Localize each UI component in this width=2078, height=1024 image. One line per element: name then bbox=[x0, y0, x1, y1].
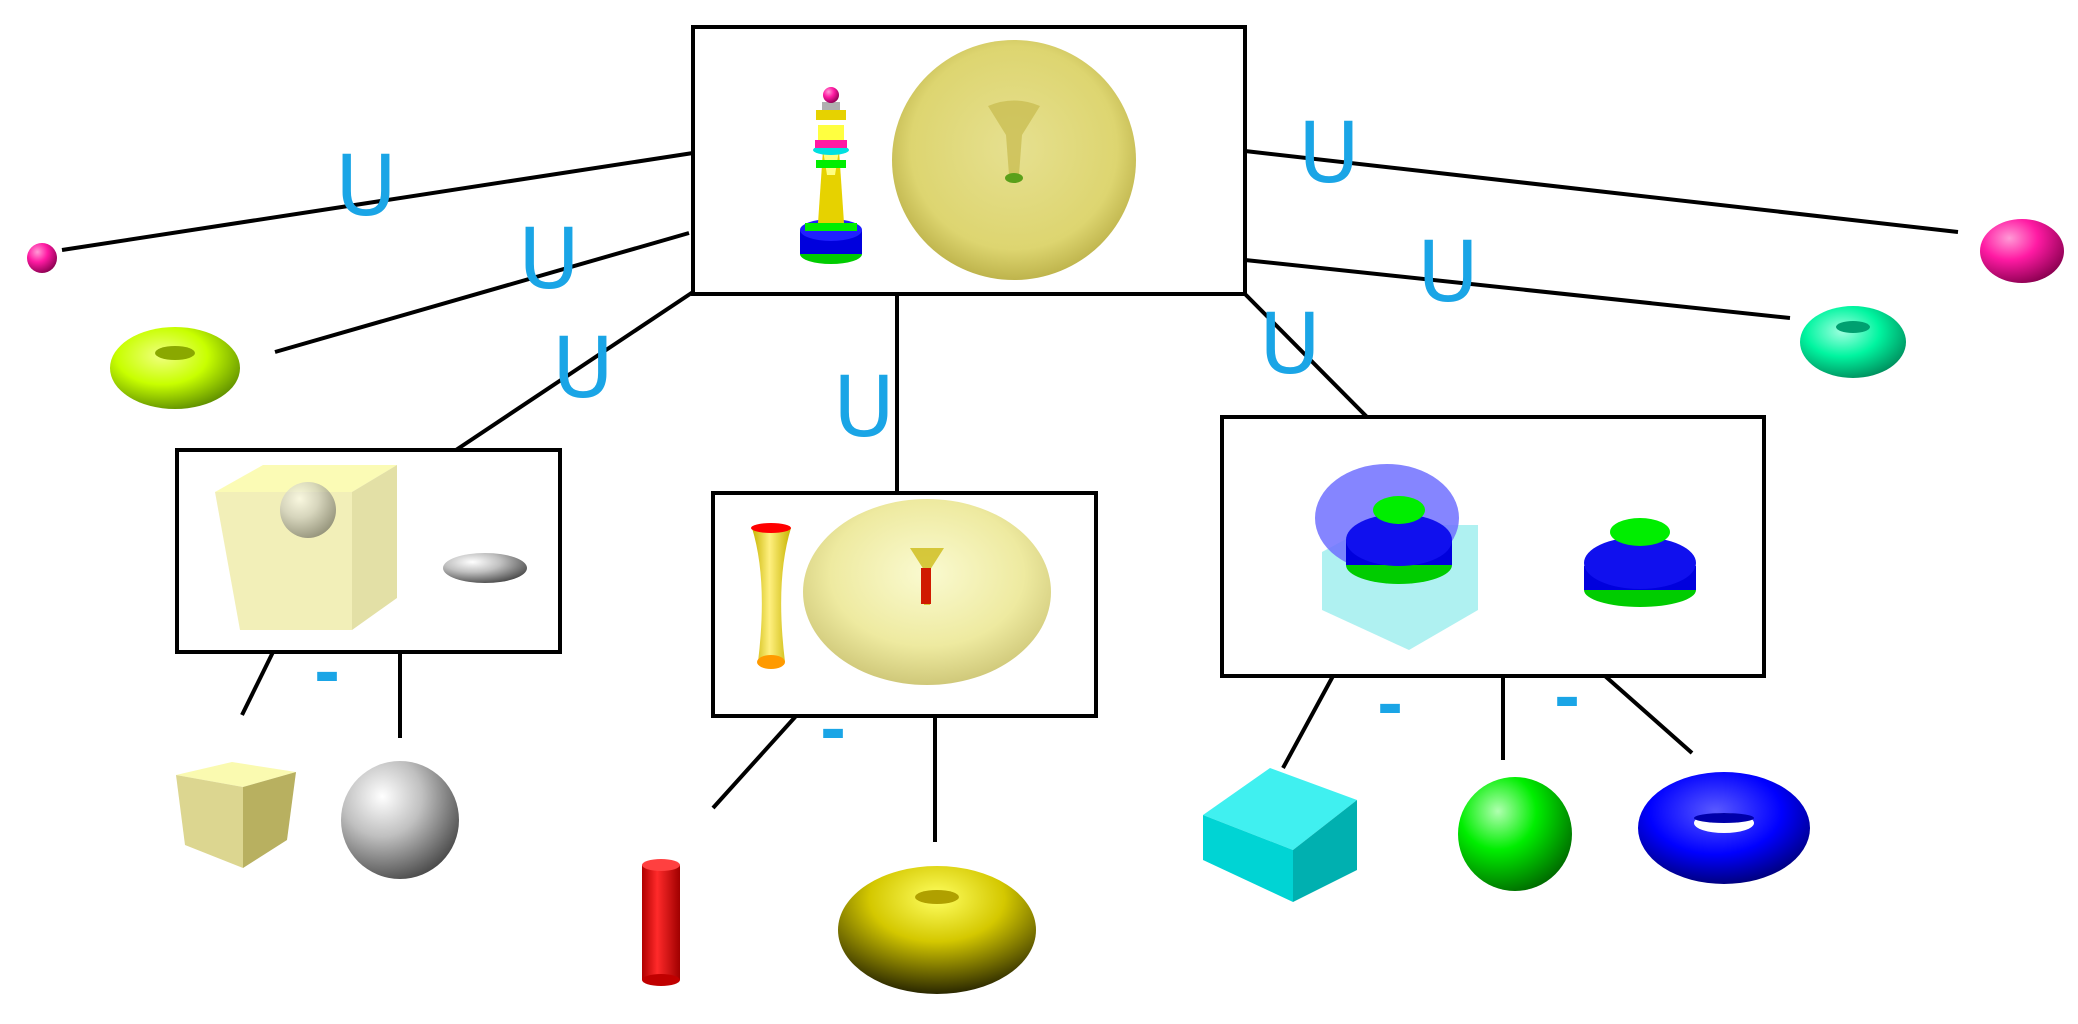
chess-king-shape bbox=[800, 87, 862, 264]
cyan-cube bbox=[1203, 768, 1357, 902]
hollowed-torus-shape bbox=[892, 40, 1136, 280]
edge-left-to-yellow-cube bbox=[240, 651, 275, 716]
operator-labels: U U U U U U U - - - - bbox=[314, 104, 1581, 768]
green-sphere bbox=[1458, 777, 1572, 891]
torus-with-hole-shape bbox=[803, 499, 1051, 685]
flat-gray-disc bbox=[443, 553, 527, 583]
edge-root-to-left-branch bbox=[454, 290, 695, 452]
union-operator-label: U bbox=[335, 137, 396, 235]
torus-minus-sphere-shape bbox=[1584, 518, 1696, 607]
gray-sphere bbox=[341, 761, 459, 879]
translucent-cube-torus-sphere bbox=[1315, 464, 1478, 650]
union-operator-label: U bbox=[1417, 223, 1478, 321]
lime-torus bbox=[110, 327, 240, 409]
hyperboloid-shape bbox=[751, 523, 791, 669]
union-operator-label: U bbox=[1298, 104, 1359, 202]
left-branch-node bbox=[175, 448, 562, 654]
difference-operator-label: - bbox=[1377, 669, 1404, 743]
yellow-cube bbox=[176, 762, 296, 868]
aqua-torus bbox=[1800, 306, 1906, 378]
yellow-torus bbox=[838, 866, 1036, 994]
translucent-cube-with-sphere bbox=[215, 465, 397, 630]
middle-branch-node bbox=[711, 491, 1098, 718]
small-magenta-sphere bbox=[27, 243, 57, 273]
edge-root-to-right-branch bbox=[1243, 292, 1369, 419]
edge-right-to-cyan-cube bbox=[1281, 675, 1335, 769]
edge-root-to-magenta-sphere bbox=[61, 151, 694, 252]
edge-root-to-lime-torus bbox=[274, 231, 690, 354]
magenta-ellipsoid bbox=[1980, 219, 2064, 283]
edge-middle-to-red-cylinder bbox=[711, 714, 798, 810]
edge-right-to-blue-torus bbox=[1603, 674, 1694, 755]
edge-root-to-magenta-ellipsoid bbox=[1244, 149, 1959, 234]
root-node bbox=[691, 25, 1247, 296]
red-cylinder bbox=[642, 859, 680, 986]
union-operator-label: U bbox=[552, 319, 613, 417]
right-branch-node bbox=[1220, 415, 1766, 678]
union-operator-label: U bbox=[1259, 295, 1320, 393]
tree-edges bbox=[61, 149, 1959, 842]
union-operator-label: U bbox=[833, 358, 894, 456]
edge-root-to-aqua-torus bbox=[1244, 258, 1791, 320]
blue-torus bbox=[1638, 772, 1810, 884]
union-operator-label: U bbox=[518, 210, 579, 308]
